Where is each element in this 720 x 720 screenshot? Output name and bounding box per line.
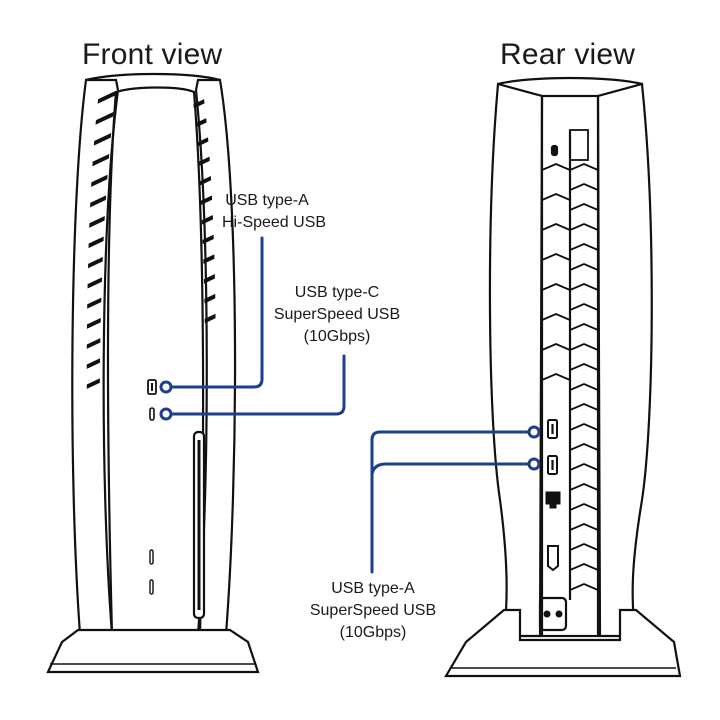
- rear-center-panel: [540, 94, 600, 638]
- rear-stand: [444, 608, 682, 678]
- leader-dot-rear-usb-a-1: [527, 425, 541, 439]
- rear-usb-a-port-1: [547, 419, 558, 439]
- rear-security-slot: [550, 144, 559, 157]
- leader-lines: [166, 236, 532, 574]
- front-button-2: [149, 579, 154, 595]
- callout-front-usb-c: USB type-C SuperSpeed USB (10Gbps): [272, 282, 402, 348]
- rear-vent-fins: [541, 163, 599, 591]
- leader-dot-front-usb-c: [159, 407, 173, 421]
- leader-dot-front-usb-a: [159, 380, 173, 394]
- rear-top-cap: [497, 76, 643, 86]
- rear-hdmi-port: [547, 545, 559, 572]
- callout-front-usb-c-line2: SuperSpeed USB: [273, 306, 401, 323]
- leader-dot-rear-usb-a-2: [527, 457, 541, 471]
- front-usb-c-port: [149, 407, 155, 421]
- callout-rear-usb-a-line2: SuperSpeed USB: [309, 602, 437, 619]
- leader-front-usb-c: [166, 354, 346, 416]
- callout-rear-usb-a-line1: USB type-A: [331, 580, 415, 597]
- front-center-body: [106, 86, 205, 636]
- callout-front-usb-a: USB type-A Hi-Speed USB: [222, 190, 327, 234]
- rear-power-socket: [538, 596, 568, 632]
- front-button-1: [149, 549, 154, 565]
- rear-lan-port: [545, 491, 561, 509]
- front-stand: [46, 628, 260, 674]
- rear-shell-left: [488, 82, 544, 638]
- rear-usb-a-port-2: [547, 455, 558, 475]
- leader-dots: [159, 380, 541, 471]
- leader-rear-usb-a-top: [370, 430, 532, 574]
- callout-front-usb-a-line2: Hi-Speed USB: [222, 214, 327, 231]
- rear-console: [488, 76, 653, 638]
- callout-rear-usb-a: USB type-A SuperSpeed USB (10Gbps): [308, 578, 438, 644]
- leader-rear-usb-a-bottom: [370, 462, 532, 476]
- front-usb-a-port: [147, 379, 157, 395]
- rear-ports: [444, 419, 682, 678]
- callout-front-usb-c-line1: USB type-C: [294, 284, 380, 301]
- rear-view-title: Rear view: [500, 38, 636, 71]
- front-view-title: Front view: [82, 38, 223, 71]
- callout-rear-usb-a-line3: (10Gbps): [339, 624, 407, 641]
- rear-shell-right: [596, 82, 653, 638]
- front-top-cap: [85, 72, 221, 82]
- callout-front-usb-c-line3: (10Gbps): [303, 328, 371, 345]
- callout-front-usb-a-line1: USB type-A: [225, 192, 309, 209]
- leader-front-usb-a: [166, 236, 264, 389]
- front-console: [46, 72, 260, 674]
